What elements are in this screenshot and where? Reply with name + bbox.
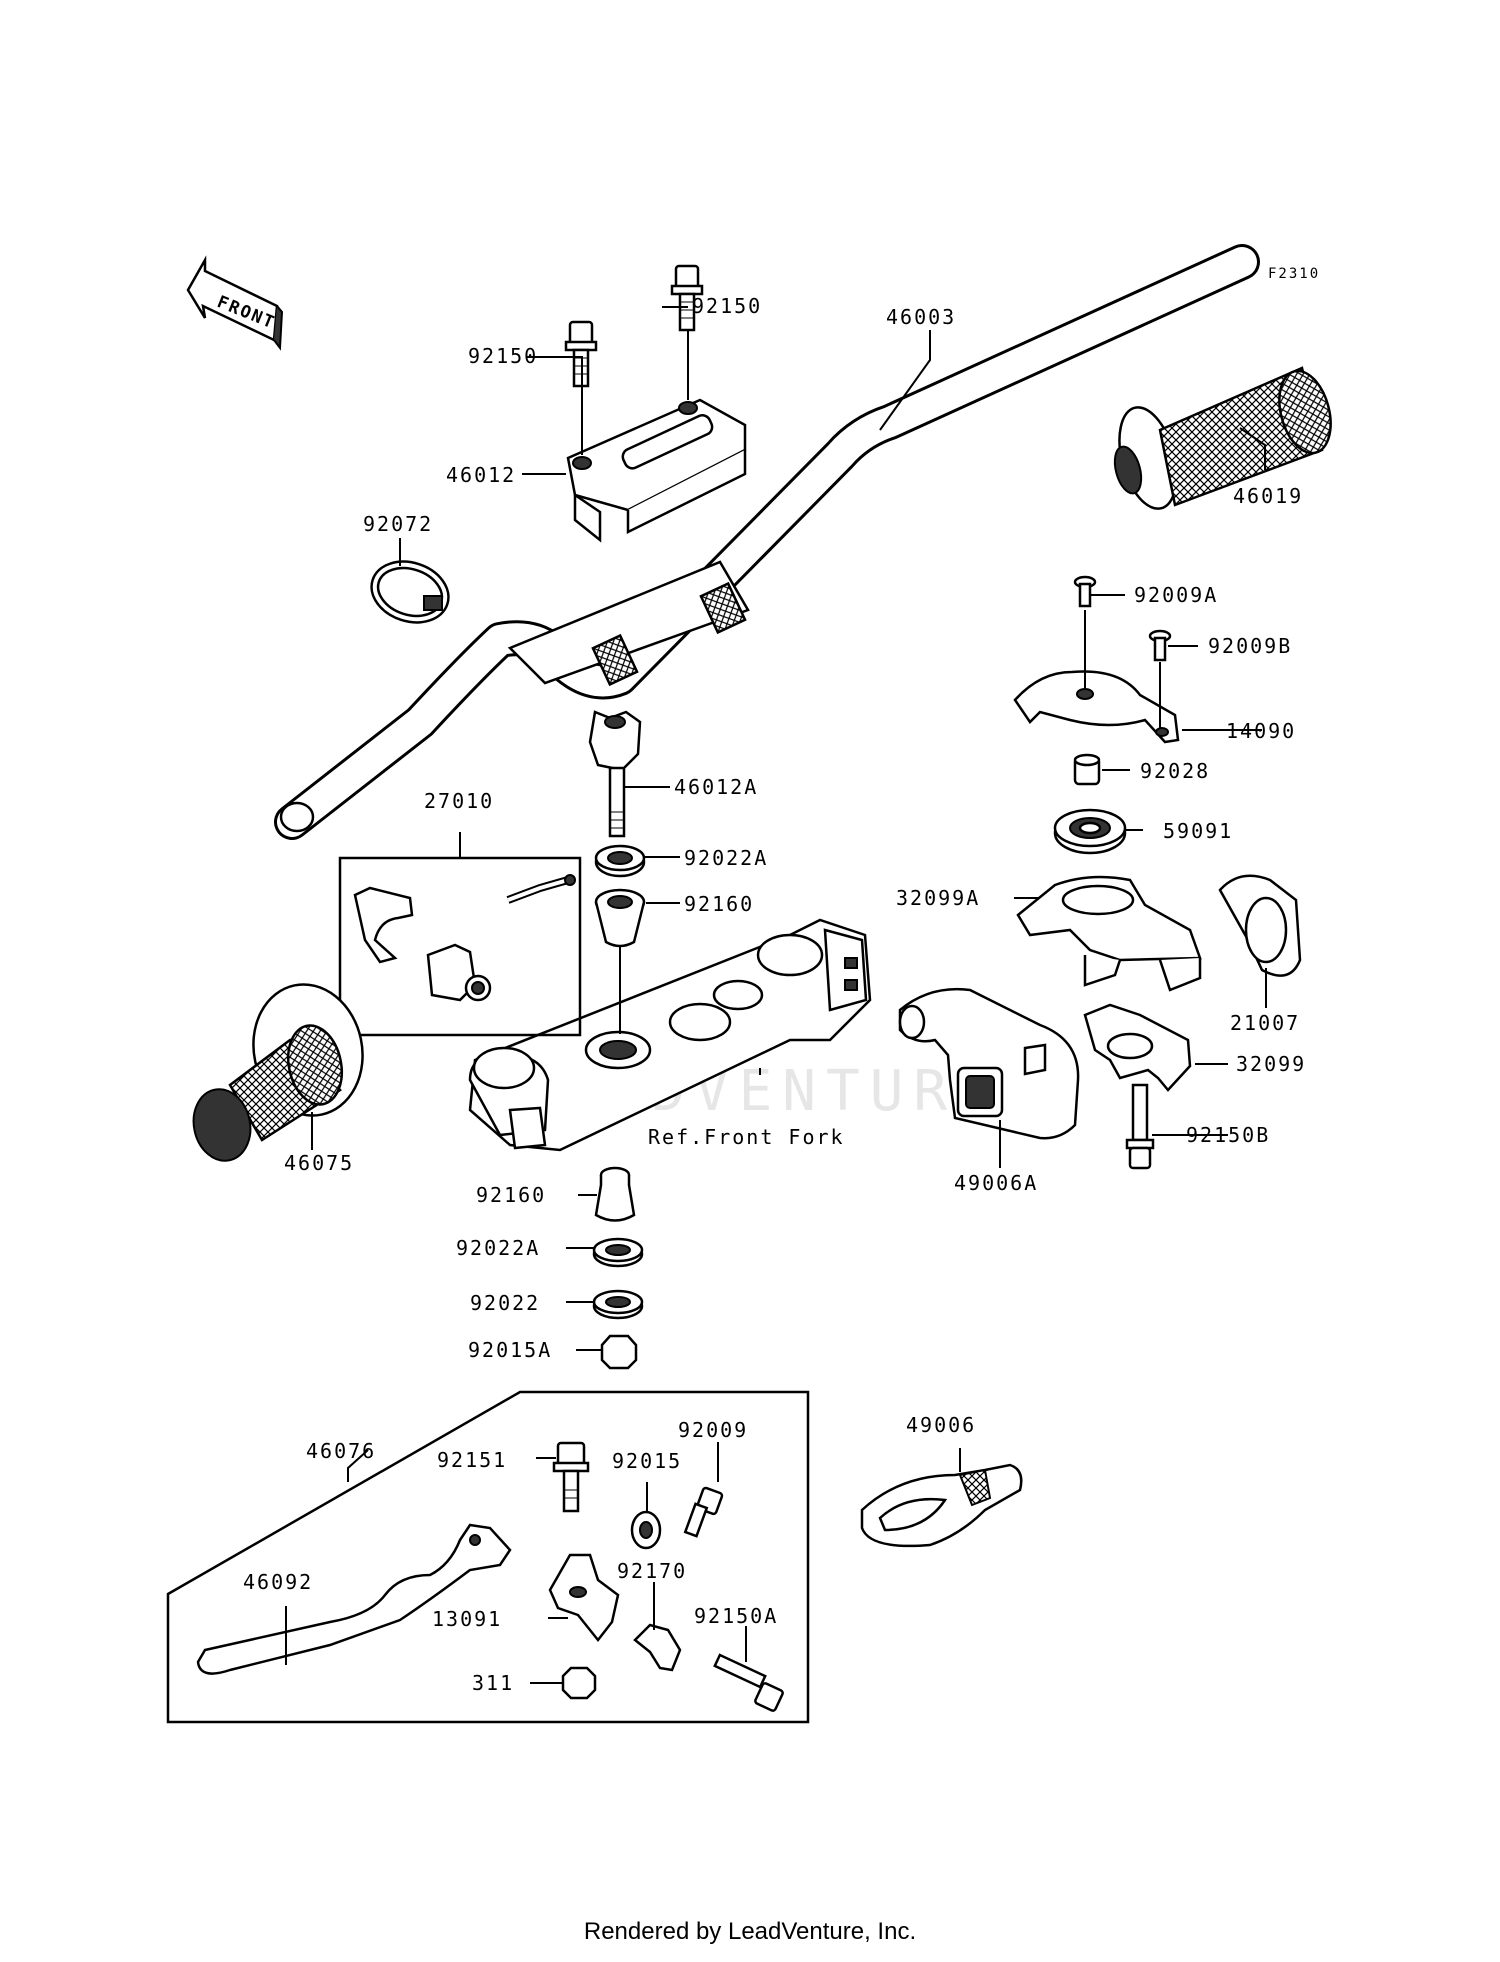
switch-wire: [506, 874, 576, 904]
switch-clamp: [353, 886, 414, 964]
lever-bolt: [552, 1441, 590, 1513]
label-32099A: 32099A: [896, 886, 980, 910]
label-32099: 32099: [1236, 1052, 1306, 1076]
pulley: [1053, 808, 1127, 855]
damper-lower: [594, 1166, 636, 1222]
label-92151: 92151: [437, 1448, 507, 1472]
label-49006: 49006: [906, 1413, 976, 1437]
label-92009A: 92009A: [1134, 583, 1218, 607]
washer-lower-a: [592, 1237, 644, 1268]
lever: [196, 1523, 512, 1675]
reference-note: Ref.Front Fork: [648, 1125, 845, 1149]
label-92022: 92022: [470, 1291, 540, 1315]
label-46075: 46075: [284, 1151, 354, 1175]
label-46012: 46012: [446, 463, 516, 487]
handlebar: [274, 244, 1260, 840]
label-46003: 46003: [886, 305, 956, 329]
lower-holder: [588, 710, 642, 838]
washer-lower: [592, 1289, 644, 1320]
label-92028: 92028: [1140, 759, 1210, 783]
label-92072: 92072: [363, 512, 433, 536]
holder-nut: [561, 1666, 597, 1700]
bolt-left: [564, 320, 598, 388]
label-14090: 14090: [1226, 719, 1296, 743]
label-13091: 13091: [432, 1607, 502, 1631]
label-92150A: 92150A: [694, 1604, 778, 1628]
throttle-grip: [1113, 366, 1332, 510]
clamp-bolt: [713, 1653, 784, 1712]
adjuster-screw: [683, 1486, 724, 1538]
left-grip: [192, 983, 364, 1162]
cap: [860, 1463, 1023, 1548]
lever-assembly-frame: [166, 1390, 810, 1724]
label-92015: 92015: [612, 1449, 682, 1473]
label-92009B: 92009B: [1208, 634, 1292, 658]
front-arrow-icon: FRONT: [186, 255, 284, 351]
throttle-cover: [898, 988, 1080, 1140]
collar: [1073, 753, 1101, 786]
label-46092: 46092: [243, 1570, 313, 1594]
bolt-right: [670, 264, 704, 332]
label-21007: 21007: [1230, 1011, 1300, 1035]
triple-clamp: [468, 918, 872, 1152]
housing-lower: [1083, 1003, 1192, 1092]
label-92160-upper: 92160: [684, 892, 754, 916]
label-46012A: 46012A: [674, 775, 758, 799]
label-92015A: 92015A: [468, 1338, 552, 1362]
damper-upper: [594, 888, 646, 948]
diagram-code: F2310: [1268, 266, 1320, 282]
leader-lines: [285, 306, 1267, 1684]
housing-upper: [1016, 875, 1202, 992]
footer-credit: Rendered by LeadVenture, Inc.: [583, 1918, 917, 1945]
label-311: 311: [472, 1671, 514, 1695]
upper-holder: [566, 398, 747, 543]
label-92170: 92170: [617, 1559, 687, 1583]
label-59091: 59091: [1163, 819, 1233, 843]
label-92022A-upper: 92022A: [684, 846, 768, 870]
washer-upper: [594, 844, 646, 878]
bolt-housing: [1125, 1083, 1155, 1170]
label-92022A-lower: 92022A: [456, 1236, 540, 1260]
label-92150-left: 92150: [468, 344, 538, 368]
screw-a: [1073, 575, 1097, 608]
band: [370, 560, 450, 624]
part-labels: 92150 92150 46003 46012 92072 46019 9200…: [243, 294, 1306, 1695]
cover: [1013, 670, 1180, 744]
clamp: [633, 1623, 682, 1672]
label-46019: 46019: [1233, 484, 1303, 508]
lever-holder: [548, 1553, 620, 1643]
label-92160-lower: 92160: [476, 1183, 546, 1207]
screw-b: [1148, 629, 1172, 662]
cable-guide: [1218, 874, 1302, 977]
lever-nut: [630, 1510, 662, 1550]
label-92150B: 92150B: [1186, 1123, 1270, 1147]
label-46076: 46076: [306, 1439, 376, 1463]
label-92150-right: 92150: [692, 294, 762, 318]
label-92009: 92009: [678, 1418, 748, 1442]
label-49006A: 49006A: [954, 1171, 1038, 1195]
label-27010: 27010: [424, 789, 494, 813]
switch-body: [426, 943, 492, 1002]
nut: [600, 1334, 638, 1370]
